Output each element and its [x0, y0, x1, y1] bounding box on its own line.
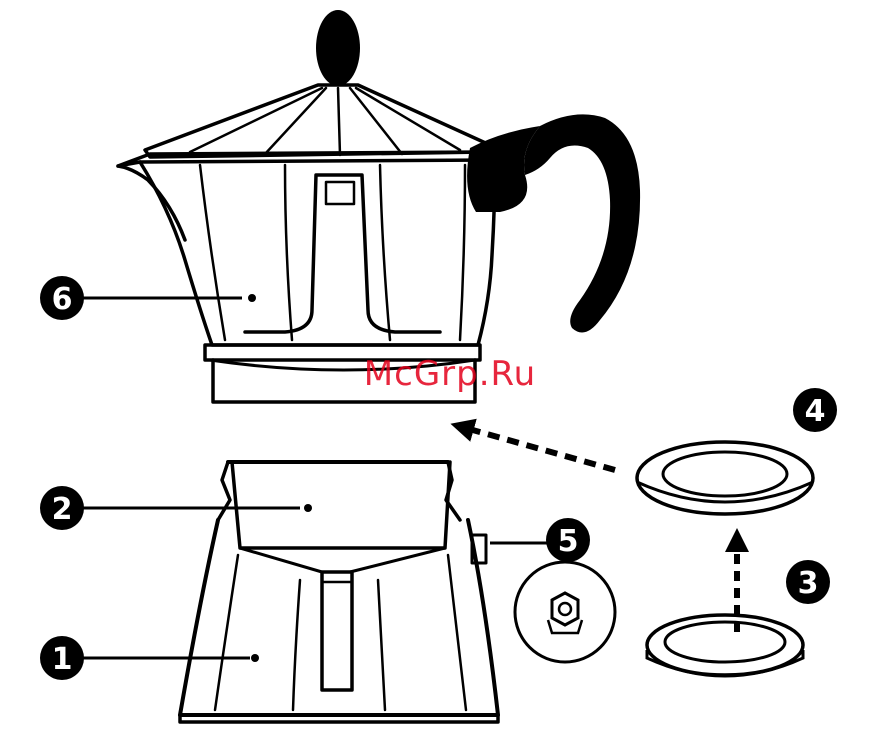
badge-4: 4 [793, 388, 837, 432]
badge-6-label: 6 [52, 282, 73, 317]
badge-3: 3 [786, 560, 830, 604]
badge-2-label: 2 [52, 492, 73, 527]
leader-dots [248, 294, 312, 662]
badge-4-label: 4 [805, 394, 826, 429]
badge-5: 5 [546, 518, 590, 562]
watermark: McGrp.Ru [364, 354, 536, 394]
badge-1-label: 1 [52, 642, 73, 677]
upper-chamber [118, 10, 495, 402]
boiler [180, 462, 498, 722]
arrow-to-upper [462, 427, 615, 470]
funnel-tube [322, 572, 352, 690]
upper-facets [200, 165, 465, 340]
lid-knob [316, 10, 360, 86]
central-column [245, 175, 440, 332]
filter-plate [647, 615, 803, 676]
lid-facets [190, 88, 460, 155]
upper-body [140, 160, 495, 345]
assembly-arrows [462, 427, 737, 632]
badge-2: 2 [40, 486, 84, 530]
gasket [637, 442, 813, 514]
badge-1: 1 [40, 636, 84, 680]
badge-5-label: 5 [558, 524, 579, 559]
badge-3-label: 3 [798, 566, 819, 601]
valve-detail [515, 562, 615, 662]
funnel [232, 462, 450, 548]
badge-6: 6 [40, 276, 84, 320]
